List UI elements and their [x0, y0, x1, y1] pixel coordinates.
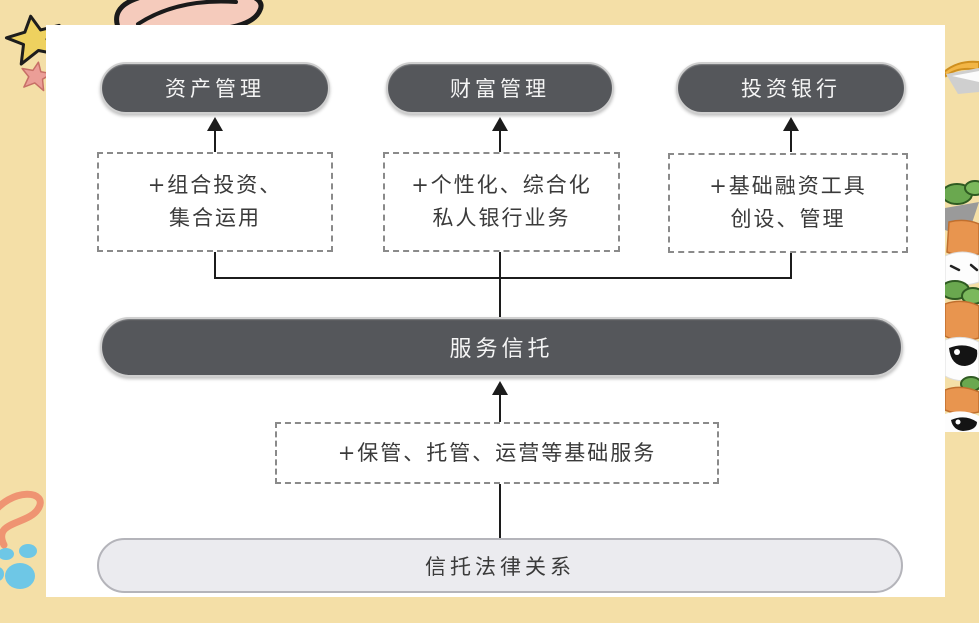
arrow-up-icon — [492, 381, 508, 395]
note-line: 创设、管理 — [730, 207, 846, 231]
note-basic-services: +保管、托管、运营等基础服务 — [275, 422, 719, 484]
note-portfolio-investment: +组合投资、 集合运用 — [97, 152, 333, 252]
diagram-panel: 资产管理 财富管理 投资银行 +组合投资、 集合运用 +个性化、综合化 私人银行… — [46, 25, 945, 597]
arrow-up-icon — [207, 117, 223, 131]
note-financing-tools: +基础融资工具 创设、管理 — [668, 153, 908, 253]
bowl-wedge-icon — [944, 60, 979, 94]
note-line: +保管、托管、运营等基础服务 — [337, 440, 657, 465]
carrot-and-rice-ball-characters-icon — [945, 180, 979, 432]
croissant-icon — [114, 0, 264, 32]
note-line: +个性化、综合化 — [411, 173, 592, 198]
connector-line — [499, 484, 501, 538]
blue-paw-print-icon — [0, 544, 37, 589]
node-service-trust: 服务信托 — [100, 317, 903, 377]
arrow-shaft — [499, 393, 501, 422]
connector-line — [499, 252, 501, 317]
node-trust-legal-relationship: 信托法律关系 — [97, 538, 903, 593]
note-line: 私人银行业务 — [432, 206, 571, 230]
node-investment-banking: 投资银行 — [676, 62, 906, 114]
note-line: +组合投资、 — [147, 173, 283, 198]
note-line: 集合运用 — [169, 206, 261, 230]
node-asset-management: 资产管理 — [100, 62, 330, 114]
note-line: +基础融资工具 — [709, 174, 867, 199]
node-wealth-management: 财富管理 — [386, 62, 614, 114]
salmon-squiggle-icon — [0, 490, 44, 549]
note-private-banking: +个性化、综合化 私人银行业务 — [383, 152, 620, 252]
arrow-up-icon — [783, 117, 799, 131]
arrow-shaft — [499, 129, 501, 152]
arrow-shaft — [790, 129, 792, 152]
connector-line — [214, 252, 216, 279]
connector-line — [790, 253, 792, 279]
connector-line — [214, 277, 792, 279]
arrow-up-icon — [492, 117, 508, 131]
arrow-shaft — [214, 129, 216, 152]
